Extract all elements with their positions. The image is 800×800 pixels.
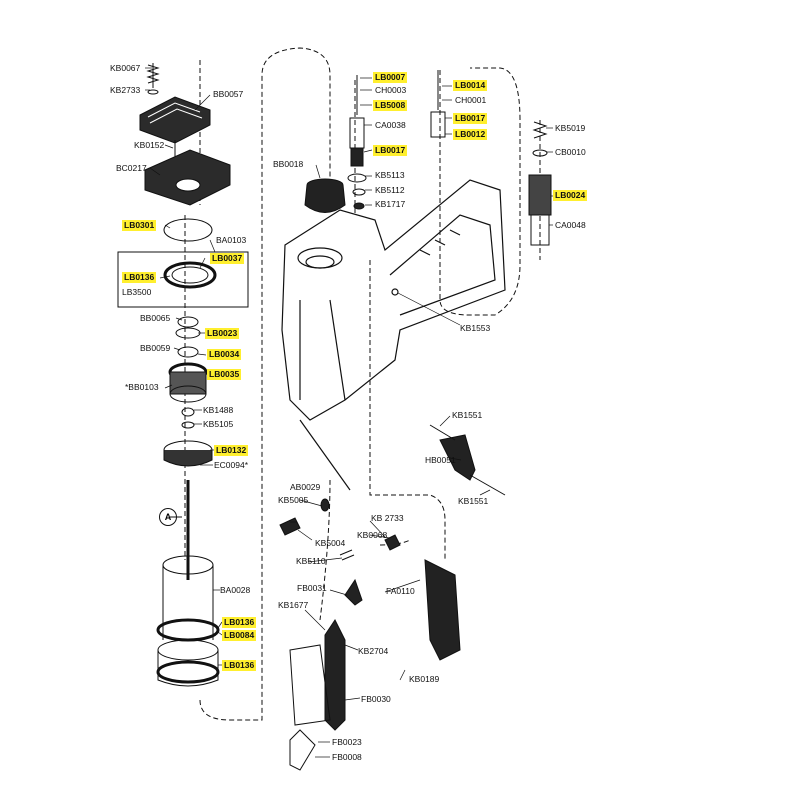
part-label-kb1551b: KB1551 — [458, 496, 489, 506]
part-label-bb0059: BB0059 — [140, 343, 171, 353]
part-label-ba0103: BA0103 — [216, 235, 247, 245]
trigger-frame-fa0110 — [424, 559, 461, 661]
part-label-fa0110: FA0110 — [386, 586, 415, 596]
part-label-ec0094: EC0094* — [214, 460, 249, 470]
part-label-kb5005: KB5005 — [278, 495, 309, 505]
part-label-kb1717: KB1717 — [375, 199, 406, 209]
part-label-kb0068: KB0068 — [357, 530, 388, 540]
wire-guard-fb0023 — [289, 644, 331, 726]
contact-arm-fb0030 — [324, 619, 346, 731]
part-label-kb1553: KB1553 — [460, 323, 491, 333]
part-label-kb1488: KB1488 — [203, 405, 234, 415]
ba0103-group-box — [117, 251, 249, 308]
callout-marker-a: A — [159, 508, 177, 526]
part-label-kb1677: KB1677 — [278, 600, 309, 610]
part-label-kb5112: KB5112 — [375, 185, 405, 195]
part-label-ch0001: CH0001 — [455, 95, 487, 105]
part-label-bc0217: BC0217 — [116, 163, 147, 173]
cap-bb0018 — [304, 178, 346, 213]
part-label-kb0152: KB0152 — [134, 140, 165, 150]
part-label-lb0017a: LB0017 — [373, 145, 408, 156]
part-label-kb0189: KB0189 — [409, 674, 440, 684]
part-label-lb0037: LB0037 — [210, 253, 245, 264]
part-label-kb5019: KB5019 — [555, 123, 586, 133]
part-label-lb0034: LB0034 — [207, 349, 242, 360]
part-label-lb5008: LB5008 — [373, 100, 408, 111]
part-label-lb3500: LB3500 — [122, 287, 152, 297]
part-label-kb5110: KB5110 — [296, 556, 326, 566]
part-label-bb0103: *BB0103 — [125, 382, 159, 392]
part-label-fb0030: FB0030 — [361, 694, 391, 704]
part-label-lb0023: LB0023 — [205, 328, 240, 339]
part-label-bb0065: BB0065 — [140, 313, 171, 323]
part-label-lb0012: LB0012 — [453, 129, 488, 140]
part-label-lb0024: LB0024 — [553, 190, 588, 201]
part-label-lb0136b: LB0136 — [222, 617, 257, 628]
part-label-ab0029: AB0029 — [290, 482, 321, 492]
part-label-lb0014: LB0014 — [453, 80, 488, 91]
part-label-ch0003: CH0003 — [375, 85, 407, 95]
part-label-ca0038: CA0038 — [375, 120, 406, 130]
safety-fb0031 — [344, 578, 363, 606]
part-label-cb0010: CB0010 — [555, 147, 586, 157]
spring-kb0067 — [146, 63, 160, 88]
part-label-ca0048: CA0048 — [555, 220, 586, 230]
leader-lines — [145, 67, 553, 758]
cylinder-cap-bb0057 — [139, 96, 211, 144]
part-label-fb0031: FB0031 — [297, 583, 327, 593]
part-label-lb0301: LB0301 — [122, 220, 157, 231]
part-label-lb0007: LB0007 — [373, 72, 408, 83]
tool-body-housing — [281, 179, 506, 491]
part-label-lb0017b: LB0017 — [453, 113, 488, 124]
part-label-fb0023: FB0023 — [332, 737, 362, 747]
part-label-ba0028: BA0028 — [220, 585, 251, 595]
part-label-lb0136a: LB0136 — [122, 272, 157, 283]
piston-bb0103 — [168, 362, 208, 403]
part-label-lb0035: LB0035 — [207, 369, 242, 380]
part-label-fb0008: FB0008 — [332, 752, 362, 762]
part-label-lb0132: LB0132 — [214, 445, 249, 456]
o-ring-lb0301 — [163, 218, 213, 242]
part-label-kb1551a: KB1551 — [452, 410, 483, 420]
cylinder-ba0028 — [156, 555, 220, 687]
part-label-lb0084: LB0084 — [222, 630, 257, 641]
part-label-hb0051: HB0051 — [425, 455, 456, 465]
part-label-kb2733b: KB 2733 — [371, 513, 404, 523]
part-label-bb0057: BB0057 — [213, 89, 244, 99]
part-label-bb0018: BB0018 — [273, 159, 304, 169]
part-label-lb0136c: LB0136 — [222, 660, 257, 671]
part-label-kb0067: KB0067 — [110, 63, 141, 73]
assembly-dash-lines — [184, 47, 541, 721]
trigger-assembly — [429, 424, 506, 496]
part-label-kb2704: KB2704 — [358, 646, 389, 656]
part-label-kb5113: KB5113 — [375, 170, 405, 180]
part-label-kb2733a: KB2733 — [110, 85, 141, 95]
part-label-kb5004: KB5004 — [315, 538, 346, 548]
cylinder-head-bc0217 — [144, 149, 231, 206]
part-label-kb5105: KB5105 — [203, 419, 234, 429]
